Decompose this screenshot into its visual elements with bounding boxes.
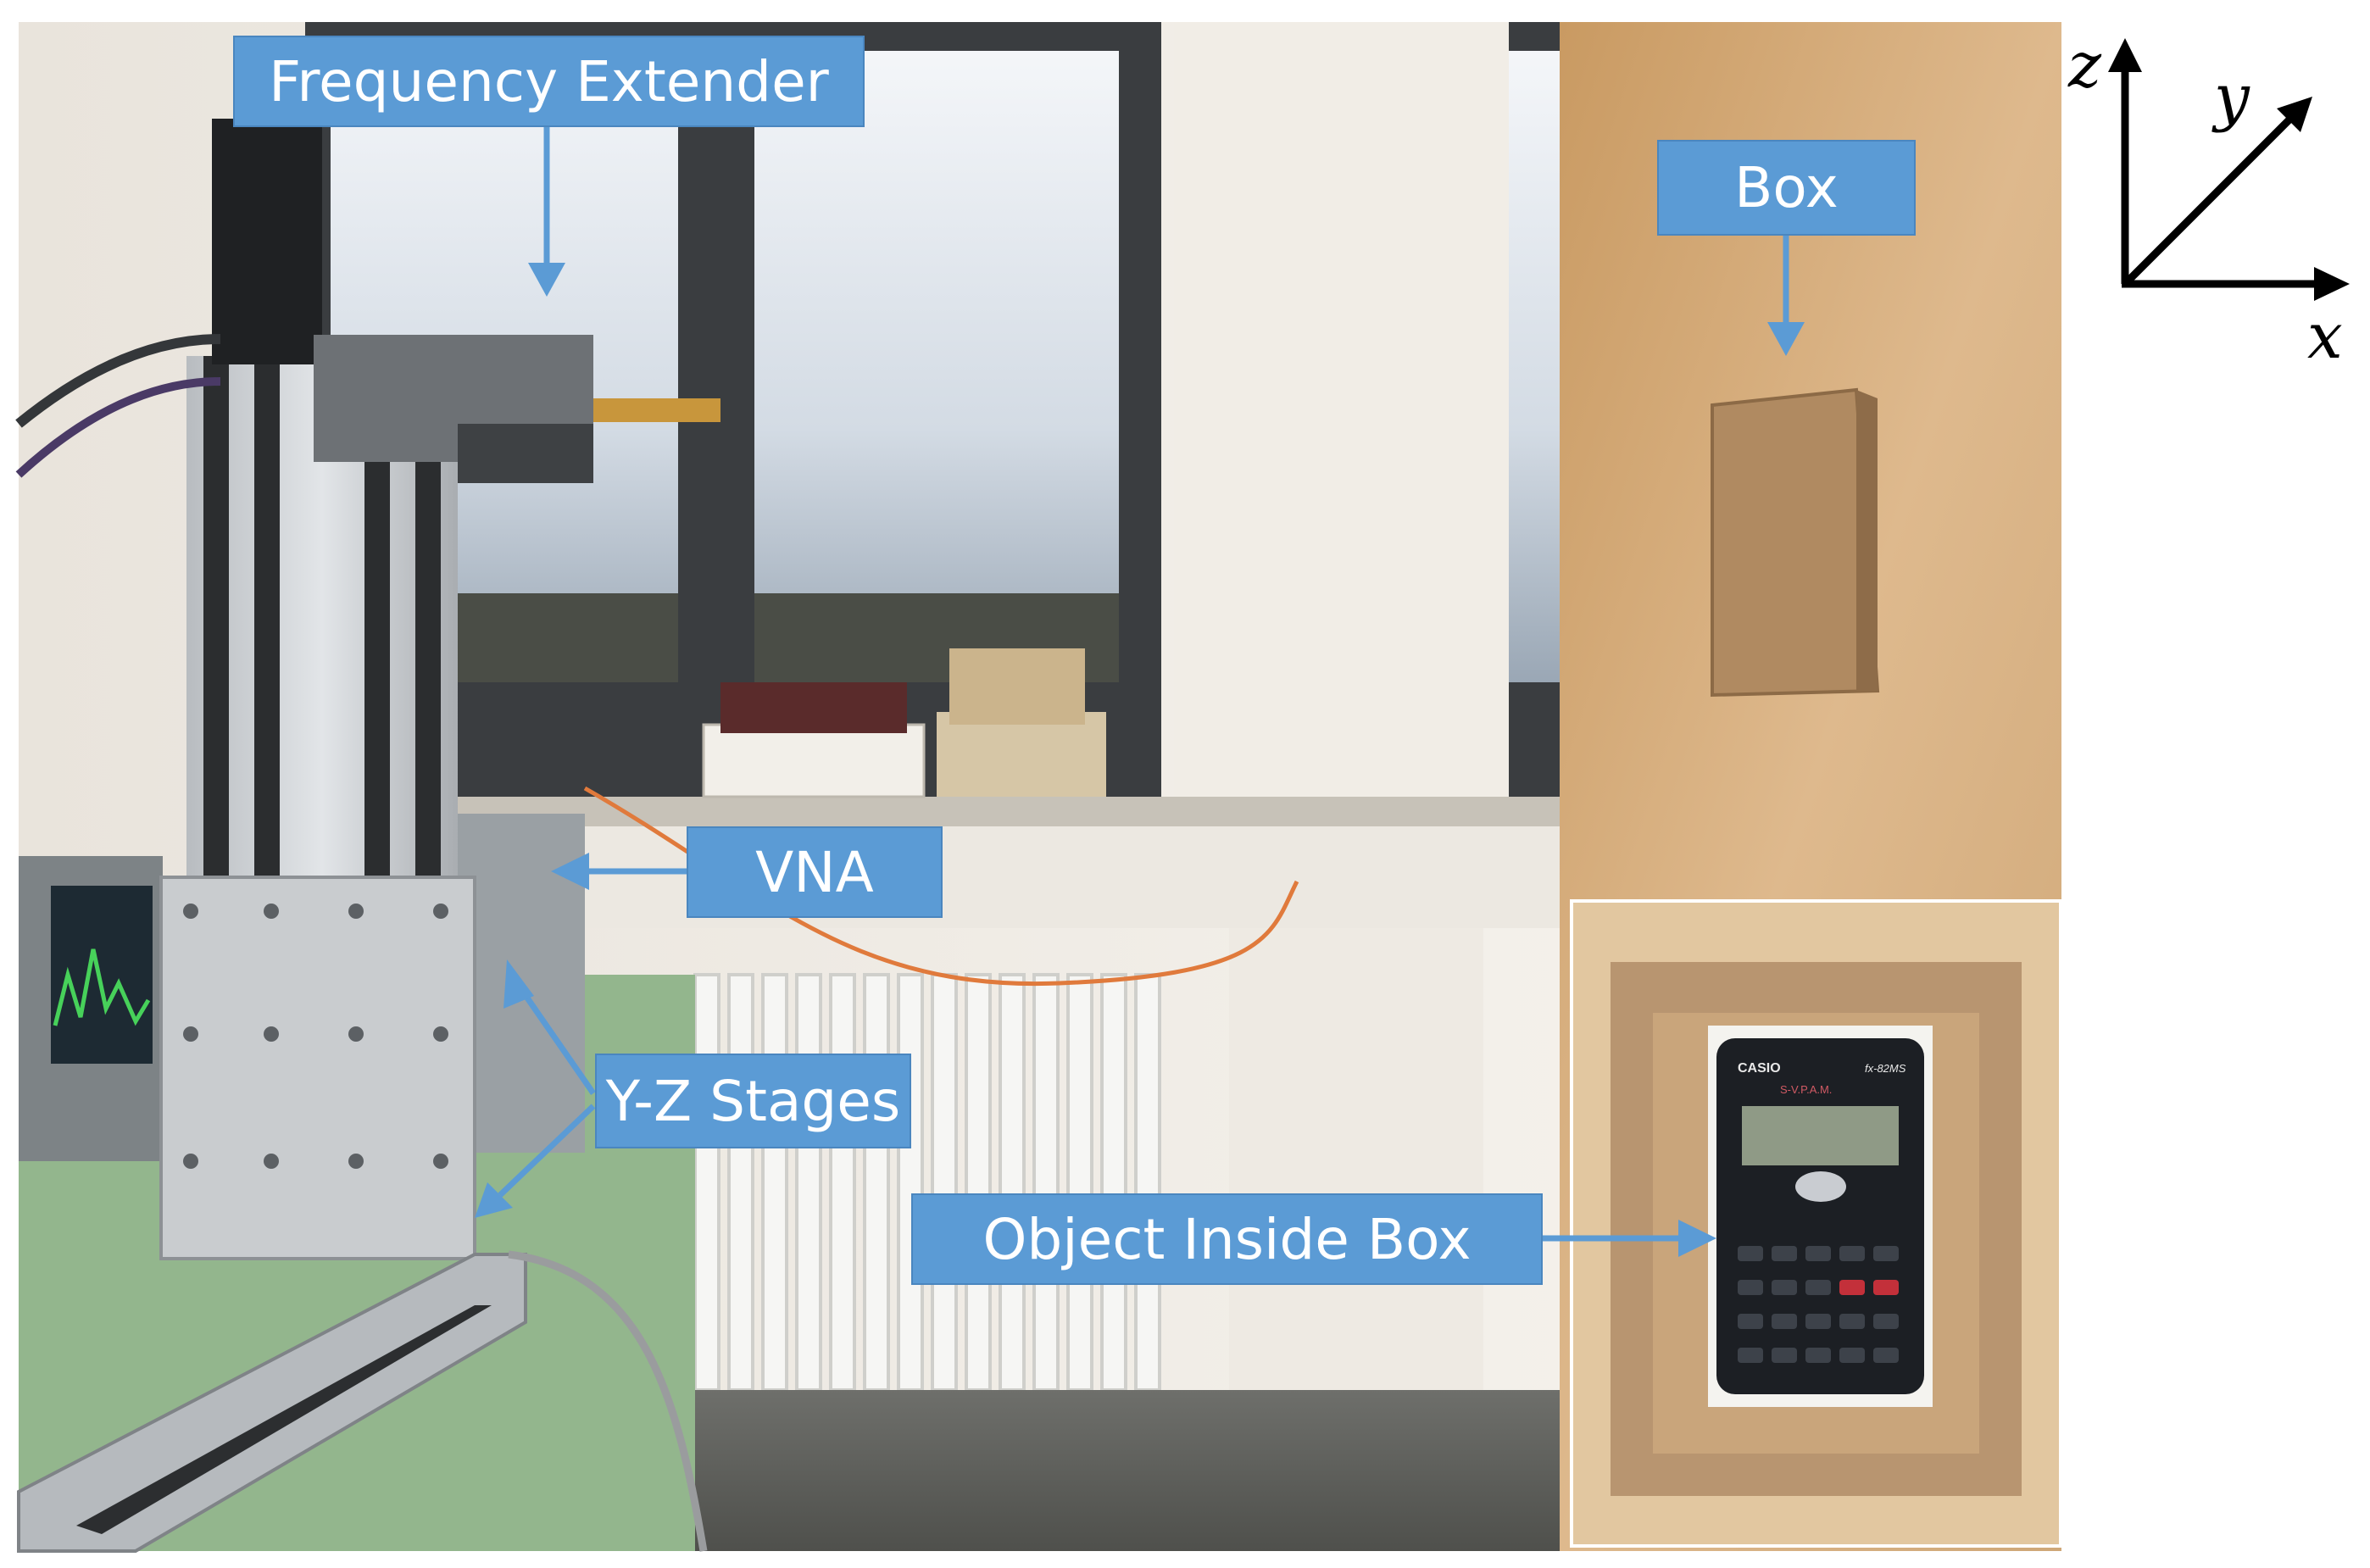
y-axis-arrowhead	[2277, 97, 2312, 132]
yz-stages-label: Y-Z Stages	[595, 1054, 911, 1148]
vna-label: VNA	[687, 826, 943, 918]
calculator-model-text: fx-82MS	[1865, 1062, 1906, 1075]
coordinate-axes	[2108, 38, 2350, 301]
z-axis-label: z	[2068, 29, 2101, 102]
arrow-yz-stage-upper	[515, 981, 596, 1095]
inset-photo: CASIO S-V.P.A.M. fx-82MS	[1570, 899, 2062, 1548]
box-label: Box	[1657, 140, 1916, 236]
z-axis-arrowhead	[2108, 38, 2142, 72]
y-axis-label: y	[2214, 61, 2250, 134]
x-axis-label: x	[2307, 300, 2343, 373]
arrow-yz-stage-lower	[498, 1104, 596, 1198]
frequency-extender-label: Frequency Extender	[233, 36, 865, 127]
calculator-brand-text: CASIO	[1738, 1061, 1781, 1076]
x-axis-arrowhead	[2314, 267, 2350, 301]
y-axis-line	[2122, 113, 2296, 287]
annotation-arrows	[475, 127, 1805, 1257]
calculator-series-text: S-V.P.A.M.	[1780, 1083, 1832, 1096]
object-inside-box-label: Object Inside Box	[911, 1193, 1543, 1285]
